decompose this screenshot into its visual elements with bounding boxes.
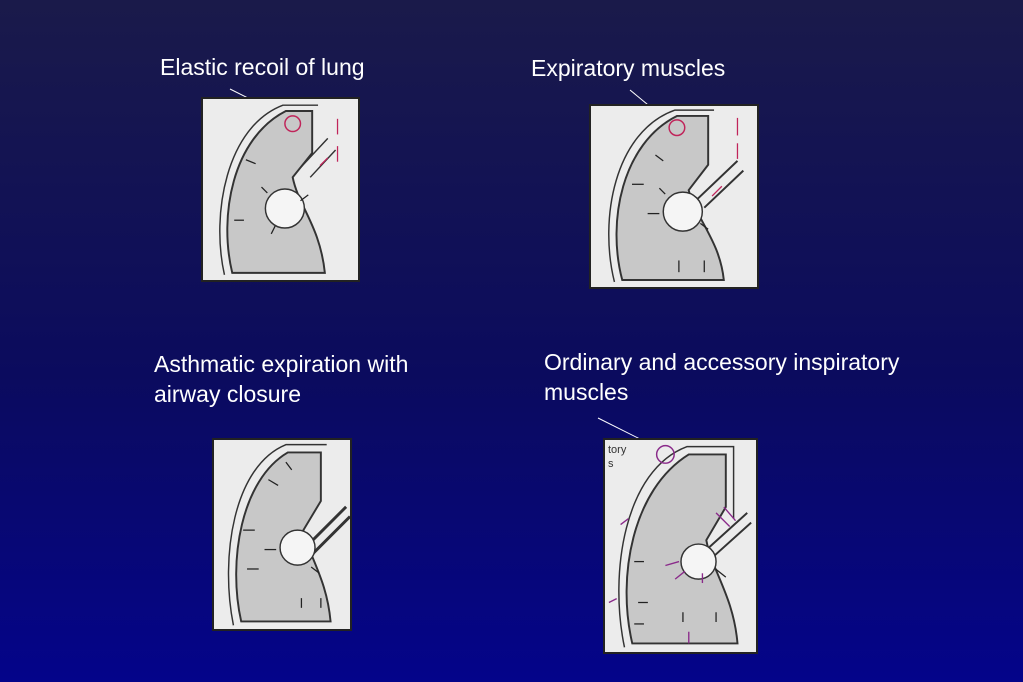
arrows-dark (234, 159, 309, 235)
alveolus (264, 188, 306, 229)
alveolus (680, 543, 717, 580)
arrows-accent (711, 117, 739, 197)
alveolus (279, 529, 316, 566)
chest-wall (227, 443, 327, 626)
lung-illustration-expiratory (608, 109, 745, 283)
caption-expiratory-muscles: Expiratory muscles (531, 55, 726, 81)
arrows-accent (608, 506, 737, 644)
chest-wall (219, 104, 319, 275)
lung-illustration-asthmatic (227, 443, 350, 626)
muscle-marker (668, 119, 686, 137)
lung-illustration-elastic (219, 104, 339, 275)
arrows-dark (634, 560, 727, 625)
label-fragment-tory: tory (608, 444, 627, 456)
arrows-dark (632, 154, 709, 273)
airway (299, 137, 337, 178)
label-fragment-s: s (608, 458, 614, 470)
arrows-accent (319, 118, 339, 167)
airway (695, 160, 745, 209)
caption-inspiratory-muscles: Ordinary and accessory inspiratory muscl… (544, 349, 900, 405)
lung-shape (625, 453, 739, 645)
diagram-elastic-recoil (201, 97, 360, 282)
lung-illustration-inspiratory (608, 444, 752, 648)
diagram-inspiratory-muscles: tory s (603, 438, 758, 654)
diagram-asthmatic-expiration (212, 438, 352, 631)
caption-elastic-recoil: Elastic recoil of lung (160, 54, 365, 80)
airway (705, 512, 752, 559)
airway-closed (306, 505, 350, 555)
alveolus (662, 191, 704, 232)
caption-asthmatic-expiration: Asthmatic expiration with airway closure (154, 351, 409, 407)
arrows-dark (243, 461, 322, 608)
chest-wall (618, 445, 735, 648)
diagram-expiratory-muscles (589, 104, 759, 289)
chest-wall (608, 109, 715, 283)
muscle-marker (655, 444, 675, 464)
recoil-marker (284, 115, 302, 133)
